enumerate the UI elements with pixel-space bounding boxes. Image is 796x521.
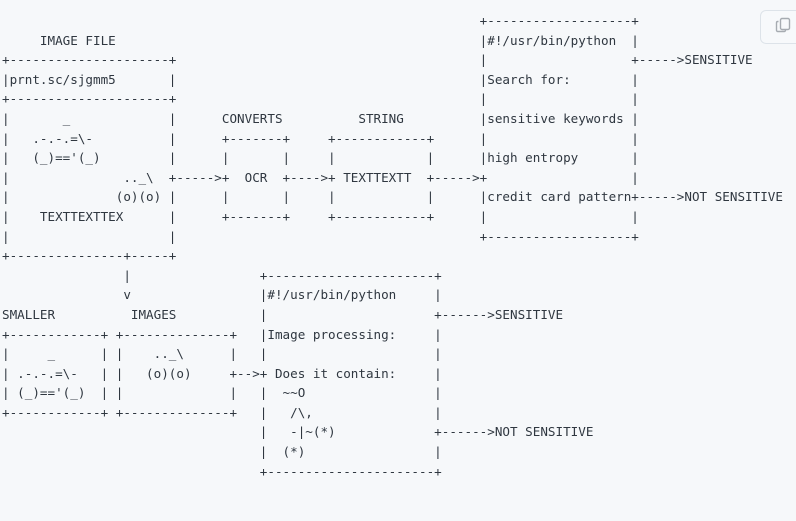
ascii-flow-diagram: +-------------------+ IMAGE FILE |#!/usr… <box>2 13 783 479</box>
clipboard-copy-icon <box>775 17 791 37</box>
copy-button[interactable] <box>760 10 796 44</box>
